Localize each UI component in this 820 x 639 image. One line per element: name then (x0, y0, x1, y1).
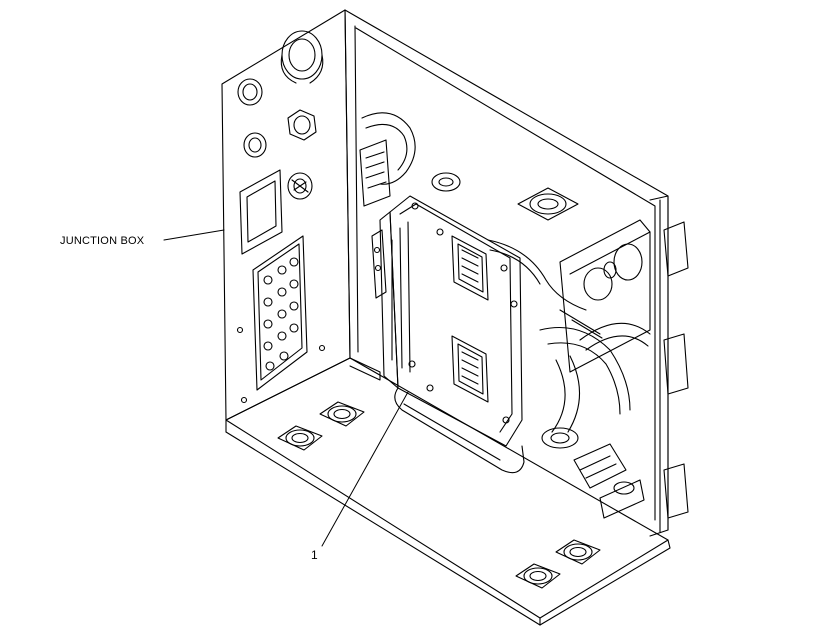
callout-1-label: 1 (311, 548, 318, 562)
leader-lines (164, 230, 408, 546)
left-panel-fittings (238, 31, 325, 403)
bottom-grommets (278, 402, 600, 588)
ecm-module (380, 196, 586, 473)
terminal-plate-holes (264, 258, 298, 370)
callout-1-leader (322, 392, 408, 546)
junction-box-label: JUNCTION BOX (60, 235, 145, 247)
interior-components (360, 113, 688, 518)
junction-box-leader (164, 230, 224, 240)
enclosure-shell (222, 10, 670, 625)
